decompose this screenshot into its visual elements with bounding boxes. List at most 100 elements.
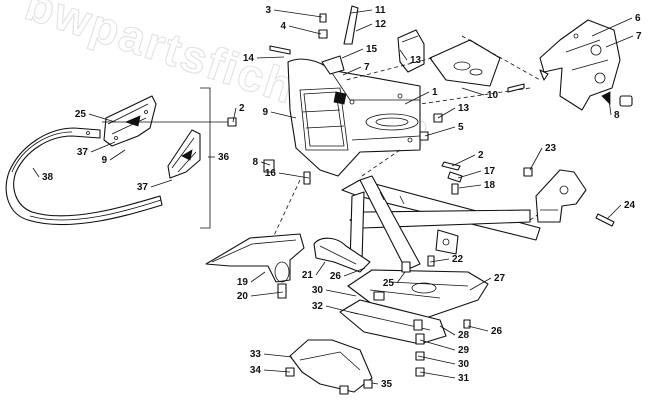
- callout-leader: [399, 49, 408, 61]
- callout-c6: 6: [591, 13, 641, 37]
- callout-number: 30: [312, 285, 324, 296]
- callout-number: 20: [237, 291, 249, 302]
- callout-number: 3: [265, 5, 271, 16]
- callout-number: 10: [487, 90, 499, 101]
- callout-number: 31: [458, 373, 470, 384]
- callout-leader: [342, 66, 362, 76]
- callout-c1: 1: [404, 87, 438, 105]
- callout-number: 1: [432, 87, 438, 98]
- callout-c37b: 37: [137, 179, 173, 193]
- callout-number: 9: [101, 155, 107, 166]
- callout-c5: 5: [424, 122, 464, 137]
- callout-c29: 29: [419, 339, 470, 356]
- callout-leader: [325, 289, 357, 297]
- callout-number: 21: [302, 270, 314, 281]
- callout-c13a: 13: [399, 49, 422, 66]
- callout-number: 32: [312, 301, 324, 312]
- callout-number: 27: [494, 273, 506, 284]
- callout-number: 38: [42, 172, 54, 183]
- callout-c2b: 2: [451, 150, 484, 167]
- fasteners-lower: [339, 255, 471, 395]
- callout-c25b: 25: [383, 271, 406, 289]
- part-8-rubber-pad: [619, 95, 633, 107]
- callout-number: 6: [635, 13, 641, 24]
- callout-number: 37: [77, 147, 89, 158]
- part-23-rear-plate: [523, 167, 615, 227]
- part-2-17-18-hardware: [441, 161, 463, 195]
- callout-number: 15: [366, 44, 378, 55]
- callout-c13b: 13: [437, 103, 470, 119]
- callout-number: 13: [458, 103, 470, 114]
- callout-number: 17: [484, 166, 496, 177]
- callout-c25a: 25: [75, 109, 116, 123]
- callout-number: 35: [381, 379, 393, 390]
- callout-c7b: 7: [342, 62, 370, 76]
- callout-c14: 14: [243, 53, 285, 64]
- callout-number: 5: [458, 122, 464, 133]
- callout-number: 36: [218, 152, 230, 163]
- callout-leader: [591, 17, 633, 37]
- callout-leader: [232, 107, 237, 123]
- callout-c18: 18: [458, 180, 496, 191]
- callout-c24: 24: [606, 200, 636, 220]
- callout-c9a: 9: [262, 107, 297, 119]
- callout-leader: [458, 184, 482, 189]
- part-21-skid: [313, 237, 371, 273]
- callout-c30b: 30: [417, 355, 470, 370]
- callout-leader: [404, 91, 430, 105]
- callout-leader: [608, 99, 612, 116]
- callout-leader: [325, 305, 359, 315]
- callout-leader: [341, 48, 364, 59]
- part-37-lower-bracket: [167, 129, 201, 179]
- callout-leader: [88, 113, 116, 123]
- callout-number: 13: [410, 55, 422, 66]
- callout-c26a: 26: [330, 267, 366, 282]
- callout-leader: [529, 147, 543, 171]
- callout-c31: 31: [419, 371, 470, 384]
- callout-c26b: 26: [467, 325, 503, 337]
- callout-leader: [109, 149, 126, 161]
- callout-number: 7: [636, 31, 642, 42]
- callout-c28: 28: [439, 325, 470, 341]
- part-15-clip: [321, 55, 345, 75]
- callout-c9b: 9: [101, 149, 126, 166]
- part-37-upper-bracket: [103, 95, 157, 147]
- callout-leader: [278, 172, 310, 179]
- callout-number: 37: [137, 182, 149, 193]
- callout-c19: 19: [237, 271, 266, 288]
- callout-c32: 32: [312, 301, 359, 315]
- callout-c12: 12: [355, 19, 387, 32]
- callout-number: 28: [458, 330, 470, 341]
- callout-c8a: 8: [608, 99, 620, 121]
- callout-c11: 11: [350, 5, 386, 16]
- callout-c30a: 30: [312, 285, 357, 297]
- callout-number: 2: [239, 103, 245, 114]
- callout-leader: [315, 261, 326, 276]
- callout-number: 19: [237, 277, 249, 288]
- callout-leader: [437, 107, 456, 119]
- callout-c37a: 37: [77, 141, 116, 158]
- callout-leader: [396, 271, 406, 284]
- callout-leader: [343, 267, 366, 277]
- part-38-front-bumper: [5, 127, 163, 226]
- callout-c23: 23: [529, 143, 557, 171]
- callout-c2a: 2: [232, 103, 245, 123]
- callout-leader: [419, 339, 456, 351]
- callout-number: 8: [614, 110, 620, 121]
- callout-leader: [606, 204, 622, 220]
- callout-leader: [250, 271, 266, 283]
- callout-leader: [419, 371, 456, 379]
- part-19-side-bracket: [205, 233, 305, 299]
- callout-number: 34: [250, 365, 262, 376]
- callout-number: 2: [478, 150, 484, 161]
- callout-c15: 15: [341, 44, 378, 59]
- callout-number: 4: [280, 21, 286, 32]
- callout-c17: 17: [457, 166, 496, 179]
- part-1-front-frame: [287, 58, 421, 177]
- callout-c22: 22: [429, 254, 464, 265]
- callout-c27: 27: [469, 273, 506, 291]
- callout-leader: [605, 35, 634, 48]
- callout-c21: 21: [302, 261, 326, 281]
- callout-c7a: 7: [605, 31, 642, 48]
